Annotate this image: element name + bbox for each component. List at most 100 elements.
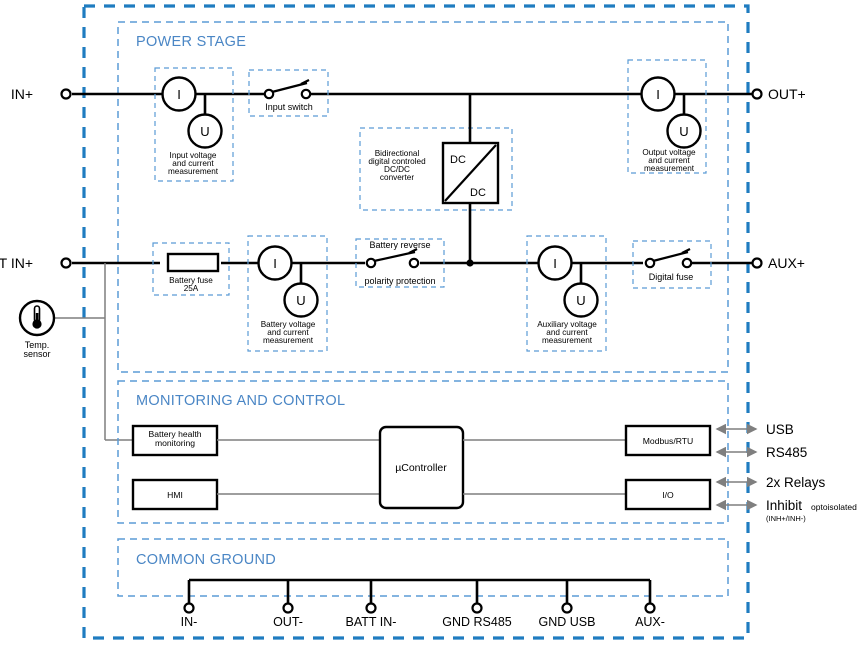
output-voltage-meter: [666, 113, 702, 149]
output-measurement-label-1: Output voltage: [642, 148, 696, 157]
battery-fuse-boundary: [152, 242, 230, 296]
battery-health-label-1: Battery health: [148, 429, 201, 439]
input-measurement-label-3: measurement: [168, 167, 219, 176]
digital-fuse-label: Digital fuse: [649, 272, 694, 282]
output-measurement-boundary: [627, 59, 707, 174]
common-ground-title: COMMON GROUND: [136, 552, 276, 568]
ground-label-out-minus: OUT-: [273, 615, 303, 629]
ground-label-in-minus: IN-: [181, 615, 198, 629]
dcdc-label-1: Bidirectional: [375, 149, 420, 158]
input-measurement-label-2: and current: [172, 159, 214, 168]
io-block: [624, 478, 712, 511]
dcdc-label-3: DC/DC: [384, 165, 410, 174]
monitoring-title: MONITORING AND CONTROL: [136, 393, 345, 409]
dcdc-top-label: DC: [450, 154, 466, 166]
terminal-out-plus: [751, 88, 763, 100]
aux-voltage-meter-label: U: [576, 293, 585, 308]
ground-terminal-gnd-rs485: [471, 602, 483, 614]
battery-voltage-meter: [283, 282, 319, 318]
digital-fuse-tick: [681, 248, 691, 254]
dcdc-bottom-label: DC: [470, 187, 486, 199]
signal-line-temp-battery-health: [55, 263, 133, 441]
output-current-meter-label: I: [656, 87, 660, 102]
thermometer-bulb-icon: [32, 319, 42, 329]
battery-fuse-label-2: 25A: [184, 284, 199, 293]
ucontroller-label: µController: [395, 462, 447, 474]
dcdc-label-4: converter: [380, 173, 414, 182]
input-measurement-label-1: Input voltage: [170, 151, 217, 160]
input-current-meter-label: I: [177, 87, 181, 102]
ground-label-aux-minus: AUX-: [635, 615, 665, 629]
input-switch-blade: [271, 81, 308, 94]
output-voltage-meter-label: U: [679, 124, 688, 139]
ground-label-gnd-usb: GND USB: [539, 615, 596, 629]
reverse-protection-boundary: [355, 238, 445, 288]
reverse-switch-terminal-left: [365, 257, 377, 269]
interface-label-usb: USB: [766, 422, 794, 437]
ucontroller-block: [378, 425, 465, 510]
interface-note2-inhibit: (INH+/INH-): [766, 514, 806, 523]
input-measurement-boundary: [154, 67, 234, 182]
label-aux-plus: AUX+: [768, 255, 805, 271]
aux-current-meter: [537, 245, 573, 281]
ground-terminal-in-minus: [183, 602, 195, 614]
output-measurement-label-3: measurement: [644, 164, 695, 173]
temp-sensor-label-1: Temp.: [25, 340, 50, 350]
io-label: I/O: [662, 490, 674, 500]
label-in-plus: IN+: [11, 86, 33, 102]
ground-terminal-aux-minus: [644, 602, 656, 614]
dcdc-label-2: digital controled: [368, 157, 426, 166]
ground-label-batt-in-minus: BATT IN-: [346, 615, 397, 629]
digital-fuse-terminal-left: [644, 257, 656, 269]
battery-fuse-label-1: Battery fuse: [169, 276, 213, 285]
aux-measurement-label-3: measurement: [542, 336, 593, 345]
aux-measurement-label-1: Auxiliary voltage: [537, 320, 597, 329]
input-switch-terminal-left: [263, 88, 275, 100]
device-boundary: [82, 4, 750, 640]
ground-terminal-batt-in-minus: [365, 602, 377, 614]
input-switch-boundary: [248, 69, 329, 117]
input-switch-terminal-right: [300, 88, 312, 100]
reverse-protection-label-1: Battery reverse: [369, 240, 430, 250]
input-voltage-meter-label: U: [200, 124, 209, 139]
aux-measurement-boundary: [526, 235, 607, 352]
output-current-meter: [640, 76, 676, 112]
power-stage-boundary: [117, 21, 729, 373]
interface-label-rs485: RS485: [766, 445, 807, 460]
reverse-switch-blade: [373, 250, 416, 263]
battery-health-label-2: monitoring: [155, 438, 195, 448]
battery-voltage-meter-label: U: [296, 293, 305, 308]
dcdc-diagonal: [444, 144, 497, 202]
power-stage-title: POWER STAGE: [136, 34, 246, 50]
battery-measurement-boundary: [247, 235, 328, 352]
modbus-label: Modbus/RTU: [643, 436, 693, 446]
reverse-switch-terminal-right: [408, 257, 420, 269]
input-switch-tick: [300, 79, 310, 85]
hmi-label: HMI: [167, 490, 183, 500]
ground-stubs: [187, 580, 652, 605]
battery-health-block: [131, 424, 219, 457]
thermometer-mercury-icon: [35, 313, 39, 323]
aux-measurement-label-2: and current: [546, 328, 588, 337]
terminal-batt-in-plus: [60, 257, 72, 269]
digital-fuse-terminal-right: [681, 257, 693, 269]
common-ground-boundary: [117, 538, 729, 597]
junction-dcdc-aux: [466, 259, 474, 267]
battery-measurement-label-3: measurement: [263, 336, 314, 345]
reverse-switch-tick: [408, 248, 418, 254]
battery-current-meter-label: I: [273, 256, 277, 271]
digital-fuse-boundary: [632, 240, 712, 289]
aux-current-meter-label: I: [553, 256, 557, 271]
aux-voltage-meter: [563, 282, 599, 318]
label-out-plus: OUT+: [768, 86, 806, 102]
temp-sensor-label-2: sensor: [23, 349, 50, 359]
output-measurement-label-2: and current: [648, 156, 690, 165]
interface-label-inhibit: Inhibit: [766, 498, 802, 513]
ground-label-gnd-rs485: GND RS485: [442, 615, 512, 629]
input-voltage-meter: [187, 113, 223, 149]
reverse-protection-label-2: polarity protection: [364, 276, 435, 286]
monitoring-boundary: [117, 380, 729, 524]
modbus-block: [624, 424, 712, 457]
battery-measurement-label-2: and current: [267, 328, 309, 337]
